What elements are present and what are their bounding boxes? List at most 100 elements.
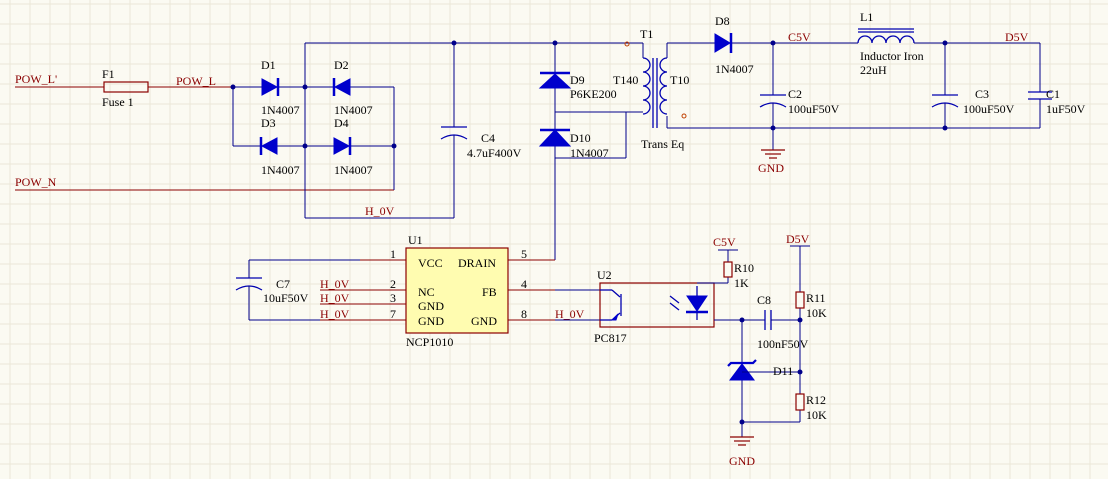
c7-value: 10uF50V [263,291,309,305]
u1-value: NCP1010 [406,335,453,349]
diode-d3 [259,137,278,155]
u1-pin-fb: FB [482,285,497,299]
r11-body [795,291,805,309]
transformer-t1: T1 T140 T10 Trans Eq [613,27,1040,151]
net-label-gnd-d11: GND [729,454,755,468]
l1-value: Inductor Iron [860,49,924,63]
net-label-gnd-c2: GND [758,161,784,175]
t1-phase-dot [681,113,687,119]
u1-body [405,247,509,334]
junction [230,84,236,90]
c2-ref: C2 [788,87,802,101]
c7-ref: C7 [276,277,290,291]
net-label-h0v-bottom: H_0V [365,204,395,218]
ic-u1: U1 NCP1010 VCC NC GND GND DRAIN FB GND 1… [235,233,555,349]
net-label-c5v: C5V [788,30,811,44]
d10-value: 1N4007 [570,146,609,160]
diode-d10 [538,128,572,147]
c1-value: 1uF50V [1046,102,1086,116]
u1-pin-vcc: VCC [418,256,443,270]
d4-value: 1N4007 [334,163,373,177]
net-label-h0v-pin7: H_0V [320,307,350,321]
u1-pin-num-2: 2 [390,277,396,291]
junction [942,125,948,131]
t1-ref: T1 [640,27,653,41]
u1-pin-num-8: 8 [521,307,527,321]
d3-ref: D3 [261,116,276,130]
junction [770,125,776,131]
r11-ref: R11 [806,291,826,305]
d8-ref: D8 [715,14,730,28]
junction [391,143,397,149]
d4-ref: D4 [334,116,349,130]
diode-d1 [261,78,280,96]
t1-primary-coil [642,57,651,115]
bridge-rectifier: D1 1N4007 D2 1N4007 D3 1N4007 D4 1N4007 [230,43,397,218]
net-label-h0v-pin8: H_0V [555,307,585,321]
net-label-c5v-r10: C5V [713,235,736,249]
net-label-pow-l: POW_L [176,74,216,88]
u2-phototransistor [600,289,622,321]
c4-value: 4.7uF400V [467,146,522,160]
net-label-h0v-pin2: H_0V [320,277,350,291]
junction [451,40,457,46]
u1-pin-num-3: 3 [390,291,396,305]
zener-d11 [727,359,757,381]
f1-ref: F1 [102,67,115,81]
r12-value: 10K [806,408,827,422]
t1-phase-dot [624,41,630,47]
diode-d2 [332,78,351,96]
clamp-circuit: D9 P6KE200 D10 1N4007 [538,43,643,260]
l1-ref: L1 [860,10,873,24]
ground-symbol-d11 [730,436,754,446]
input-section: POW_L' F1 Fuse 1 POW_L POW_N [15,67,394,191]
net-label-pow-n: POW_N [15,175,57,189]
net-label-d5v: D5V [1005,30,1029,44]
d11-ref: D11 [773,364,793,378]
junction [739,419,745,425]
u1-pin-nc: NC [418,285,435,299]
u1-pin-num-7: 7 [390,307,396,321]
d9-ref: D9 [570,73,585,87]
u1-pin-num-4: 4 [521,277,527,291]
net-label-pow-l-in: POW_L' [15,72,57,86]
hv-bus: C4 4.7uF400V H_0V [305,40,643,219]
u2-body [599,282,715,328]
secondary-output: D8 1N4007 C5V C2 100uF50V GND L1 Inducto… [667,10,1086,175]
r10-body [723,261,733,278]
t1-pin-a: T140 [613,73,638,87]
u1-pin-num-5: 5 [521,247,527,261]
c3-value: 100uF50V [963,102,1015,116]
diode-d9 [538,71,572,89]
junction [302,143,308,149]
junction [797,317,803,323]
c1-ref: C1 [1046,87,1060,101]
u2-led [669,286,708,320]
u2-value: PC817 [594,331,627,345]
ground-symbol-c2 [761,149,785,159]
feedback-section: H_0V U2 PC817 C5V R10 1K [555,232,827,468]
d2-value: 1N4007 [334,103,373,117]
c8-value: 100nF50V [757,337,809,351]
r11-value: 10K [806,306,827,320]
d1-value: 1N4007 [261,103,300,117]
u1-pin-gnd2: GND [418,314,444,328]
d9-value: P6KE200 [570,87,617,101]
u1-pin-drain: DRAIN [458,256,496,270]
l1-coil [857,35,915,44]
c3-ref: C3 [975,87,989,101]
t1-value: Trans Eq [641,137,684,151]
d8-value: 1N4007 [715,62,754,76]
u2-ref: U2 [597,268,612,282]
diode-d8 [714,33,733,53]
d1-ref: D1 [261,58,276,72]
l1-value2: 22uH [860,63,887,77]
d10-ref: D10 [570,131,591,145]
d2-ref: D2 [334,58,349,72]
d3-value: 1N4007 [261,163,300,177]
junction [302,84,308,90]
t1-pin-b: T10 [670,73,689,87]
r10-value: 1K [734,276,749,290]
net-label-d5v-r11: D5V [786,232,810,246]
